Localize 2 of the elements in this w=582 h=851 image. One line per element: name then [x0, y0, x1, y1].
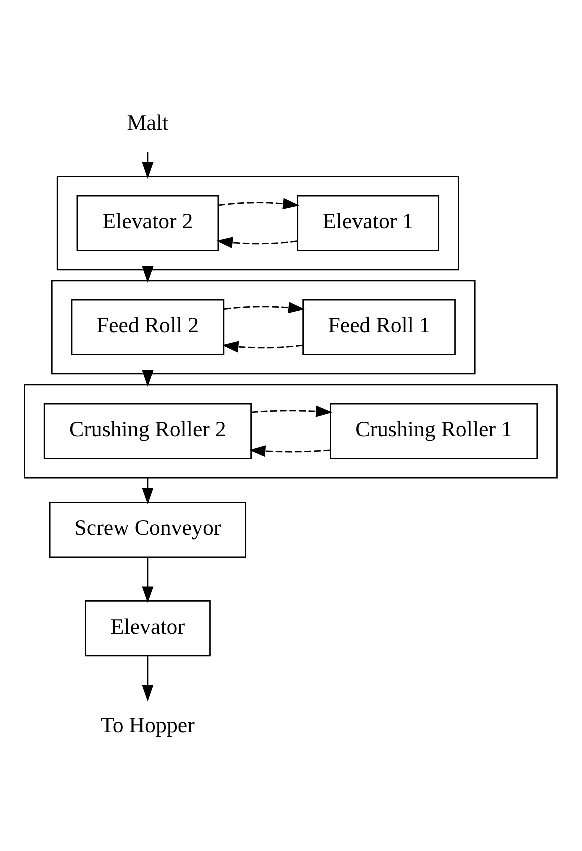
node-text: To Hopper — [100, 712, 195, 737]
node-text: Malt — [127, 110, 169, 135]
